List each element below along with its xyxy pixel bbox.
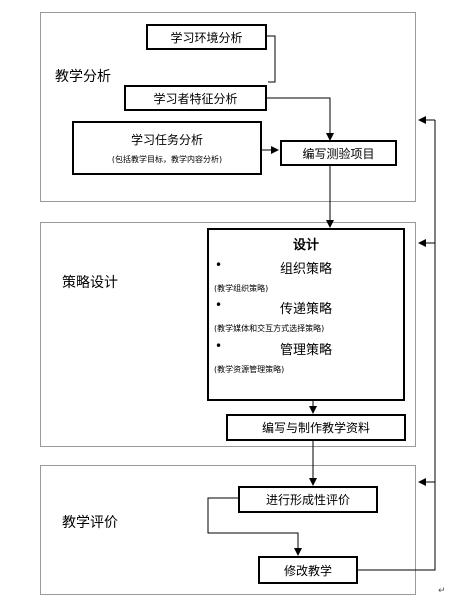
bullet-icon: • bbox=[215, 258, 223, 272]
formative-evaluation-box: 进行形成性评价 bbox=[238, 486, 378, 513]
learning-task-box: 学习任务分析 (包括教学目标，教学内容分析) bbox=[72, 121, 262, 175]
bullet-icon: • bbox=[215, 298, 223, 312]
return-mark: ↵ bbox=[438, 586, 446, 596]
organization-strategy-label: 组织策略 bbox=[279, 262, 332, 277]
formative-evaluation-label: 进行形成性评价 bbox=[265, 493, 350, 507]
design-box: 设计 • 组织策略 (教学组织策略) • 传递策略 (教学媒体和交互方式选择策略… bbox=[207, 228, 405, 401]
management-strategy-label: 管理策略 bbox=[279, 343, 332, 358]
learner-characteristics-label: 学习者特征分析 bbox=[153, 91, 238, 106]
learning-environment-label: 学习环境分析 bbox=[170, 30, 243, 45]
bullet-icon: • bbox=[215, 339, 223, 353]
learning-task-label: 学习任务分析 bbox=[130, 133, 203, 147]
test-items-box: 编写测验项目 bbox=[280, 140, 397, 166]
delivery-strategy-item: • 传递策略 (教学媒体和交互方式选择策略) bbox=[209, 298, 403, 333]
evaluation-title: 教学评价 bbox=[62, 515, 118, 531]
learning-task-note: (包括教学目标，教学内容分析) bbox=[111, 155, 223, 164]
strategy-title: 策略设计 bbox=[62, 275, 118, 291]
management-strategy-note: (教学资源管理策略) bbox=[214, 365, 285, 374]
delivery-strategy-label: 传递策略 bbox=[279, 302, 332, 317]
design-title: 设计 bbox=[292, 238, 319, 253]
organization-strategy-item: • 组织策略 (教学组织策略) bbox=[209, 258, 403, 293]
delivery-strategy-note: (教学媒体和交互方式选择策略) bbox=[214, 324, 325, 333]
test-items-label: 编写测验项目 bbox=[302, 146, 375, 161]
materials-label: 编写与制作教学资料 bbox=[261, 421, 370, 435]
revise-instruction-box: 修改教学 bbox=[258, 556, 358, 584]
materials-box: 编写与制作教学资料 bbox=[226, 414, 406, 441]
learner-characteristics-box: 学习者特征分析 bbox=[124, 85, 267, 111]
revise-instruction-label: 修改教学 bbox=[283, 563, 332, 578]
management-strategy-item: • 管理策略 (教学资源管理策略) bbox=[209, 339, 403, 374]
organization-strategy-note: (教学组织策略) bbox=[214, 284, 269, 293]
learning-environment-box: 学习环境分析 bbox=[146, 24, 267, 50]
analysis-title: 教学分析 bbox=[55, 69, 111, 85]
